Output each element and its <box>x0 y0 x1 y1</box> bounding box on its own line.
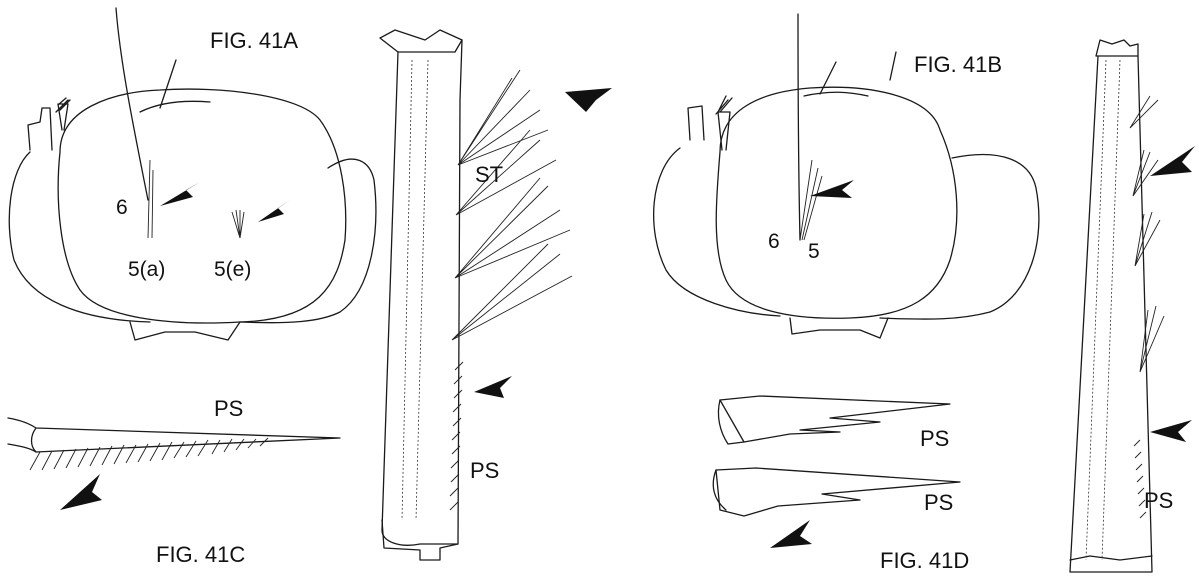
head-lateral-lobe-right <box>240 159 376 323</box>
siphon-outline <box>1070 56 1152 572</box>
seta-5e-tuft <box>232 210 244 238</box>
pecten-spine-outline <box>8 418 340 452</box>
siphon-tufts <box>452 70 572 340</box>
pecten-label-41a: PS <box>470 458 499 483</box>
siphon-pecten <box>450 362 463 510</box>
seta-5e-label: 5(e) <box>214 258 251 281</box>
arrow-pecten-41d <box>770 520 812 548</box>
antenna-left <box>28 108 52 150</box>
antenna-left <box>688 106 704 140</box>
fig-41b-title: FIG. 41B <box>914 52 1002 77</box>
seta-5a-label: 5(a) <box>128 258 165 281</box>
pecten-label-41d-upper: PS <box>920 426 949 451</box>
siphon-trachea-2 <box>1102 60 1120 560</box>
siphon-trachea-2 <box>416 60 428 520</box>
pecten-label-41d-lower: PS <box>924 490 953 515</box>
pecten-spine-lower-base <box>713 470 726 510</box>
head-capsule-outline <box>716 87 957 318</box>
seta-5-label-41b: 5 <box>808 240 820 263</box>
pecten-label-41b: PS <box>1144 488 1173 513</box>
siphon-trachea <box>1086 60 1106 560</box>
seta-6-label: 6 <box>116 196 128 219</box>
arrow-seta-5 <box>810 180 854 198</box>
arrow-pecten-41a <box>474 376 512 398</box>
siphon-trachea <box>402 60 412 520</box>
head-lateral-lobe-right <box>880 155 1039 320</box>
arrow-seta-6 <box>160 182 200 206</box>
fig-41b-siphon <box>1070 40 1195 572</box>
siphon-base <box>382 520 458 560</box>
siphon-apex <box>1096 40 1138 56</box>
dorsal-spine <box>140 60 210 112</box>
arrow-siphon-tufts-41b <box>1150 146 1195 176</box>
fig-41a-title: FIG. 41A <box>210 28 298 53</box>
arrow-pecten-41b <box>1150 420 1192 442</box>
siphon-apex <box>380 30 462 52</box>
long-seta-1 <box>116 8 148 200</box>
fig-41d-title: FIG. 41D <box>880 548 969 573</box>
seta-5-branch <box>800 160 822 240</box>
pecten-spine-upper <box>720 396 950 442</box>
long-seta-1 <box>798 14 800 240</box>
pecten-label-41c: PS <box>214 396 243 421</box>
pecten-spine-base <box>32 428 37 452</box>
collar <box>130 322 240 340</box>
stellate-label: ST <box>475 162 503 187</box>
arrow-seta-5e <box>258 200 290 222</box>
seta-6-label-41b: 6 <box>768 230 780 253</box>
antenna-tuft <box>716 96 732 150</box>
fig-41a-head <box>9 8 376 340</box>
fig-41d-pecten-spines <box>713 396 960 548</box>
fig-41c-pecten-spine <box>8 418 340 510</box>
dorsal-spine <box>804 52 896 96</box>
collar <box>790 318 888 338</box>
head-capsule-outline <box>58 89 346 323</box>
siphon-base <box>1070 556 1152 560</box>
fig-41c-title: FIG. 41C <box>156 542 245 567</box>
pecten-spine-upper-base <box>718 400 744 444</box>
seta-6-branch <box>148 160 153 238</box>
head-lateral-lobe-left <box>9 152 150 322</box>
arrow-pecten-41c <box>60 474 102 510</box>
siphon-tufts <box>1130 96 1164 372</box>
arrow-siphon-tufts <box>565 88 612 112</box>
